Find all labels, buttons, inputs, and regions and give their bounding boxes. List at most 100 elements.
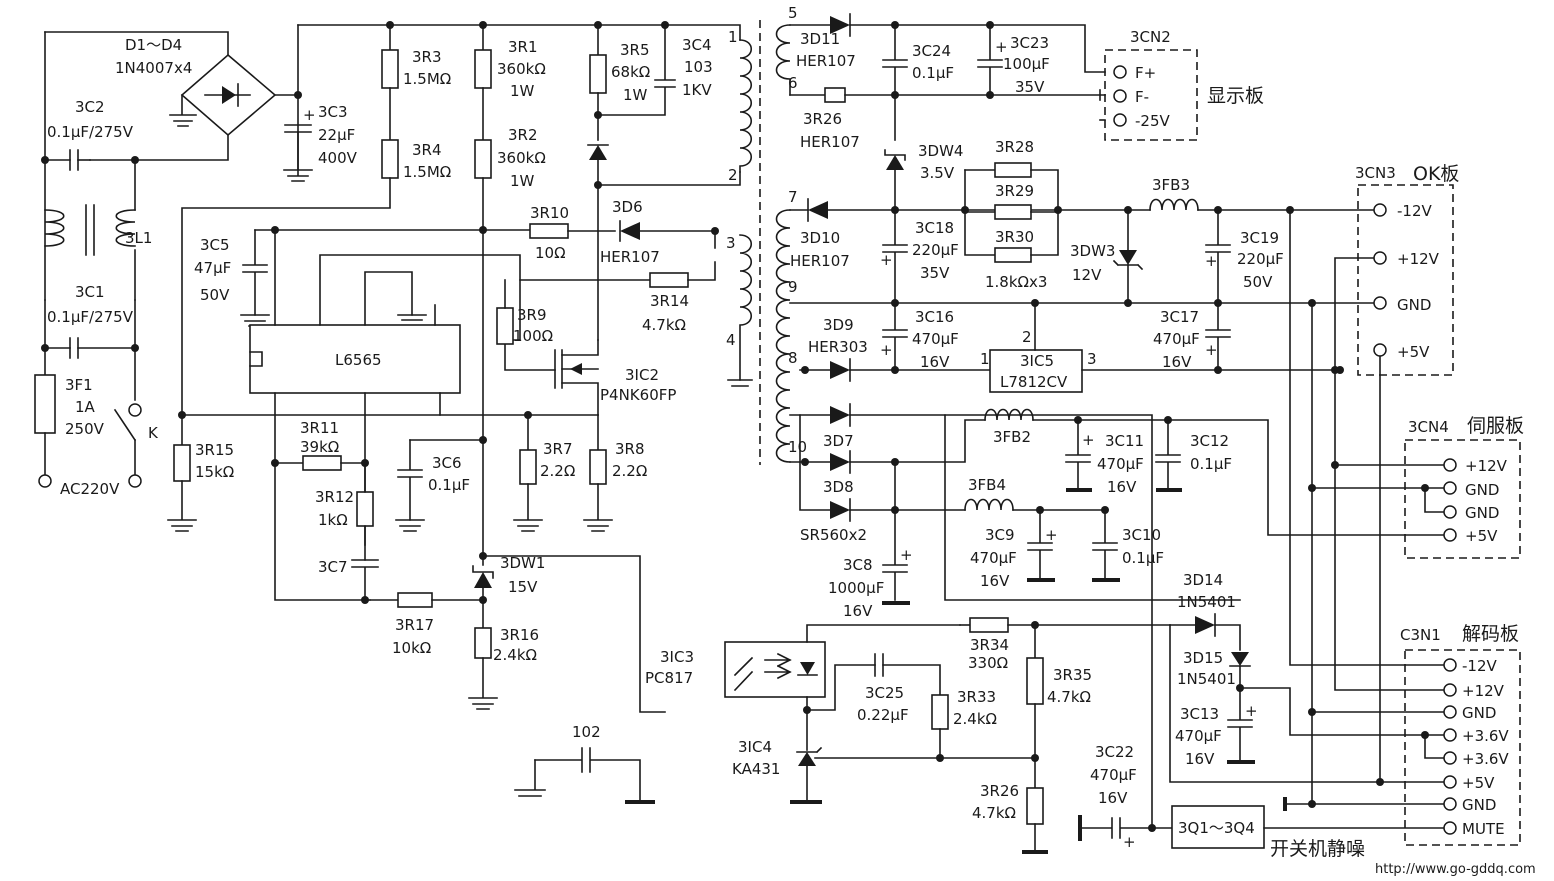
label-d15: 3D15 — [1183, 649, 1223, 667]
connector-c3n1 — [1404, 649, 1521, 846]
label-r1-val: 360kΩ — [497, 60, 546, 78]
label-c3-a: 22μF — [318, 126, 355, 144]
label-c6-val: 0.1μF — [428, 476, 470, 494]
label-d11-part: HER107 — [796, 52, 856, 70]
label-r3-val: 1.5MΩ — [403, 70, 451, 88]
label-r1: 3R1 — [508, 38, 538, 56]
label-c13-plus: + — [1245, 702, 1258, 720]
plus5-outputs — [789, 403, 1446, 605]
label-d8: 3D8 — [823, 478, 854, 496]
label-cn3-p3: GND — [1397, 296, 1431, 314]
label-cn4-p2: GND — [1465, 481, 1499, 499]
label-c9-b: 16V — [980, 572, 1010, 590]
label-pin7: 7 — [788, 188, 798, 206]
label-c3n1-p4: +3.6V — [1462, 727, 1509, 745]
label-r35: 3R35 — [1053, 666, 1092, 684]
label-r12-val: 1kΩ — [318, 511, 348, 529]
label-r35-val: 4.7kΩ — [1047, 688, 1091, 706]
label-c5-a: 47μF — [194, 259, 231, 277]
label-c22-plus: + — [1123, 833, 1136, 851]
label-cn2-p2: F- — [1135, 88, 1149, 106]
label-pin10: 10 — [788, 438, 807, 456]
label-d14-part: 1N5401 — [1177, 593, 1236, 611]
label-c4-b: 1KV — [682, 81, 712, 99]
label-c16-b: 16V — [920, 353, 950, 371]
label-cn4: 3CN4 — [1408, 418, 1449, 436]
label-c8-b: 16V — [843, 602, 873, 620]
label-d10-part: HER107 — [790, 252, 850, 270]
label-c23-a: 100μF — [1003, 55, 1050, 73]
label-c2-val: 0.1μF/275V — [47, 123, 134, 141]
label-c22-b: 16V — [1098, 789, 1128, 807]
label-pin2: 2 — [728, 166, 738, 184]
label-cn3: 3CN3 — [1355, 164, 1396, 182]
label-k: K — [148, 424, 159, 442]
label-r15-val: 15kΩ — [195, 463, 234, 481]
label-c11-a: 470μF — [1097, 455, 1144, 473]
label-r33: 3R33 — [957, 688, 996, 706]
label-r33-val: 2.4kΩ — [953, 710, 997, 728]
bridge-rectifier — [169, 53, 299, 137]
label-c17-b: 16V — [1162, 353, 1192, 371]
label-c18: 3C18 — [915, 219, 954, 237]
label-c16: 3C16 — [915, 308, 954, 326]
ac-input-section — [34, 31, 229, 488]
label-c19: 3C19 — [1240, 229, 1279, 247]
label-c5: 3C5 — [200, 236, 230, 254]
label-c19-plus: + — [1205, 252, 1218, 270]
label-ic4: 3IC4 — [738, 738, 772, 756]
label-r2: 3R2 — [508, 126, 538, 144]
label-d1d4: D1～D4 — [125, 36, 182, 54]
controller-area — [167, 220, 719, 804]
label-c13-a: 470μF — [1175, 727, 1222, 745]
label-r30: 3R30 — [995, 228, 1034, 246]
label-c23-b: 35V — [1015, 78, 1045, 96]
label-r14: 3R14 — [650, 292, 689, 310]
label-c16-plus: + — [880, 341, 893, 359]
label-r14-val: 4.7kΩ — [642, 316, 686, 334]
label-c17-a: 470μF — [1153, 330, 1200, 348]
label-c25: 3C25 — [865, 684, 904, 702]
label-r26b: 3R26 — [980, 782, 1019, 800]
connector-3cn3 — [1357, 184, 1454, 376]
label-r1-w: 1W — [510, 82, 535, 100]
label-dw1-val: 15V — [508, 578, 538, 596]
label-dw3: 3DW3 — [1070, 242, 1115, 260]
label-r4: 3R4 — [412, 141, 442, 159]
label-c8-a: 1000μF — [828, 579, 884, 597]
label-c9-a: 470μF — [970, 549, 1017, 567]
label-c4-a: 103 — [684, 58, 713, 76]
label-c2: 3C2 — [75, 98, 105, 116]
label-c3: 3C3 — [318, 103, 348, 121]
label-f1-a: 1A — [75, 398, 96, 416]
label-c13: 3C13 — [1180, 705, 1219, 723]
label-c3n1-p1: -12V — [1462, 657, 1497, 675]
label-r9: 3R9 — [517, 306, 547, 324]
label-ic5-p3: 3 — [1087, 350, 1097, 368]
label-cn3-name: OK板 — [1413, 163, 1459, 185]
label-r10-val: 10Ω — [535, 244, 566, 262]
display-output — [789, 13, 1198, 211]
label-r11-val: 39kΩ — [300, 438, 339, 456]
label-c25-val: 0.22μF — [857, 706, 909, 724]
label-c11: 3C11 — [1105, 432, 1144, 450]
label-c24: 3C24 — [912, 42, 951, 60]
label-cn4-p1: +12V — [1465, 457, 1508, 475]
label-r16-val: 2.4kΩ — [493, 646, 537, 664]
label-c12-val: 0.1μF — [1190, 455, 1232, 473]
label-r26: 3R26 — [803, 110, 842, 128]
label-c18-a: 220μF — [912, 241, 959, 259]
label-c17-plus: + — [1205, 341, 1218, 359]
label-r9-val: 100Ω — [513, 327, 553, 345]
label-d7: 3D7 — [823, 432, 854, 450]
label-c102: 102 — [572, 723, 601, 741]
label-cn3-p2: +12V — [1397, 250, 1440, 268]
label-c22-a: 470μF — [1090, 766, 1137, 784]
label-f1-v: 250V — [65, 420, 105, 438]
label-dw4-val: 3.5V — [920, 164, 955, 182]
label-q1q4: 3Q1～3Q4 — [1178, 819, 1255, 837]
label-cn2-p1: F+ — [1135, 64, 1156, 82]
label-r15: 3R15 — [195, 441, 234, 459]
label-ic2-part: P4NK60FP — [600, 386, 676, 404]
